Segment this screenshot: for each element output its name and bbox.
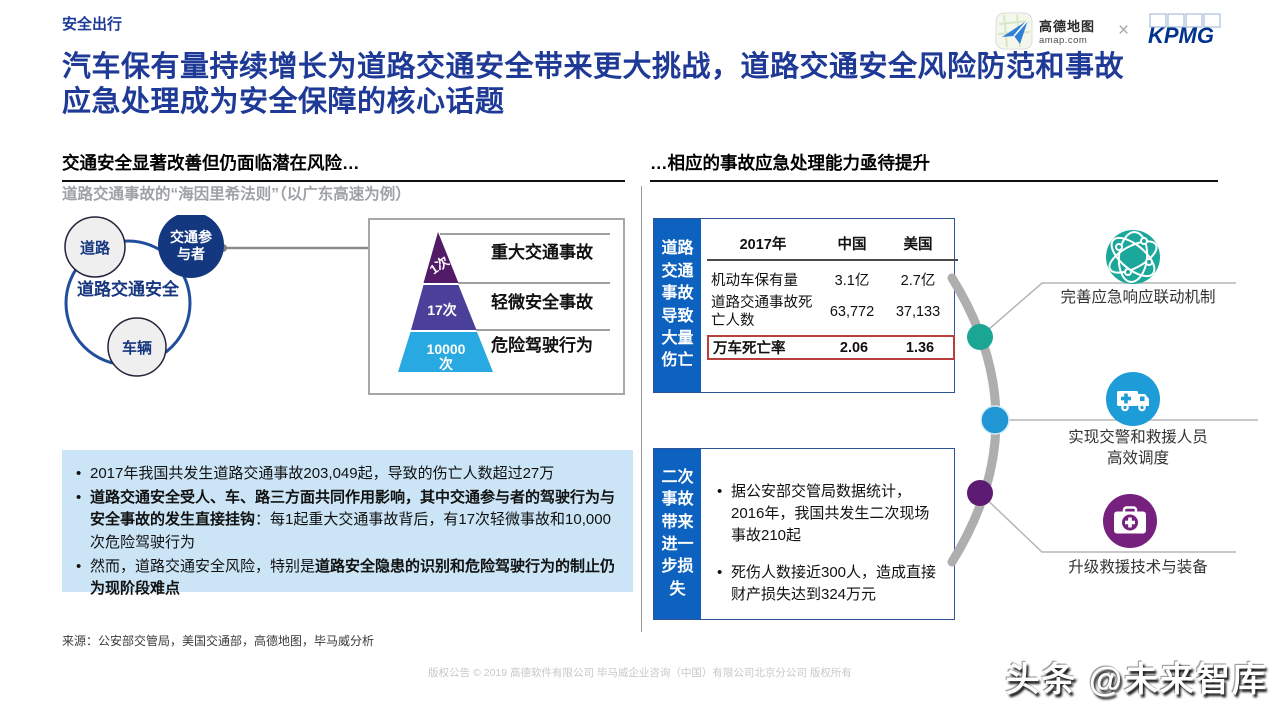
secondary-side-label: 二次事故带来进一步损失 (661, 468, 694, 598)
road-safety-venn-diagram: 道路交通安全 道路 交通参 与者 车辆 (64, 215, 370, 377)
pyramid-tier-risky (398, 332, 493, 372)
pyramid-tier-minor (411, 285, 477, 330)
table-header-year: 2017年 (739, 237, 787, 253)
measure-label-equipment: 升级救援技术与装备 (1068, 559, 1208, 576)
pyramid-count-unit: 次 (439, 356, 453, 372)
right-section-heading: …相应的事故应急处理能力亟待提升 (650, 150, 1218, 182)
venn-participant-label-line2: 与者 (177, 246, 205, 262)
insight-bullet-1: 2017年我国共发生道路交通事故203,049起，导致的伤亡人数超过27万 (72, 463, 619, 485)
left-section-heading: 交通安全显著改善但仍面临潜在风险… (62, 150, 625, 182)
source-note: 来源：公安部交管局，美国交通部，高德地图，毕马威分析 (62, 634, 375, 648)
venn-participant-label-line1: 交通参 (170, 229, 213, 245)
amap-logo: 高德地图 amap.com (995, 12, 1095, 50)
venn-vehicle-label: 车辆 (122, 339, 152, 357)
venn-road-circle (64, 216, 126, 278)
copyright-notice: 版权公告 © 2019 高德软件有限公司 毕马威企业咨询（中国）有限公司北京分公… (428, 667, 852, 679)
kpmg-logo: KPMG (1146, 12, 1226, 57)
left-subheading: 道路交通事故的“海因里希法则”（以广东高速为例） (62, 186, 411, 203)
pyramid-count-10000: 10000 (427, 341, 466, 357)
pyramid-label-risky: 危险驾驶行为 (490, 335, 593, 355)
casualty-stats-box: 道路交通事故导致大量伤亡 2017年 中国 美国 机动车保有量 3.1亿 2.7… (653, 218, 958, 393)
insight-bullet-2: 道路交通安全受人、车、路三方面共同作用影响，其中交通参与者的驾驶行为与安全事故的… (72, 487, 619, 554)
watermark: 头条 @未来智库 (1005, 661, 1268, 699)
table-row-vehicles: 机动车保有量 3.1亿 2.7亿 (711, 272, 936, 289)
arc-dot-purple (967, 480, 993, 506)
secondary-bullet-1: 据公安部交管局数据统计，2016年，我国共发生二次现场事故210起 (715, 481, 940, 546)
amap-logo-name: 高德地图 (1039, 19, 1096, 34)
ambulance-icon (1106, 372, 1160, 426)
kpmg-logo-text: KPMG (1148, 23, 1214, 48)
table-header-china: 中国 (837, 237, 867, 253)
column-divider (641, 186, 642, 632)
logo-separator: × (1118, 20, 1130, 41)
amap-map-icon (995, 12, 1033, 50)
venn-participant-circle (158, 215, 224, 278)
heinrich-pyramid-chart: 1次 17次 10000 次 重大交通事故 轻微安全事故 危险驾驶行为 (398, 232, 610, 372)
casualty-side-label: 道路交通事故导致大量伤亡 (661, 240, 694, 370)
secondary-bullet-2: 死伤人数接近300人，造成直接财产损失达到324万元 (715, 562, 940, 606)
measure-label-dispatch: 实现交警和救援人员 高效调度 (1068, 429, 1208, 467)
insight-box: 2017年我国共发生道路交通事故203,049起，导致的伤亡人数超过27万 道路… (62, 450, 633, 597)
venn-road-label: 道路 (80, 239, 111, 257)
secondary-side-bar: 二次事故带来进一步损失 (654, 449, 701, 619)
measure-label-coordination: 完善应急响应联动机制 (1060, 289, 1216, 306)
page-title: 汽车保有量持续增长为道路交通安全带来更大挑战，道路交通安全风险防范和事故 应急处… (62, 51, 1125, 119)
heinrich-pyramid-box: 1次 17次 10000 次 重大交通事故 轻微安全事故 危险驾驶行为 (368, 218, 625, 395)
pyramid-tier-major (423, 232, 459, 283)
eyebrow-label: 安全出行 (62, 16, 123, 33)
pyramid-label-minor: 轻微安全事故 (491, 292, 594, 312)
comparison-table: 2017年 中国 美国 机动车保有量 3.1亿 2.7亿 道路交通事故死亡人数 … (701, 219, 962, 392)
venn-center-label: 道路交通安全 (77, 279, 180, 299)
amap-logo-domain: amap.com (1039, 35, 1088, 46)
pyramid-label-major: 重大交通事故 (491, 242, 594, 262)
insight-bullet-3: 然而，道路交通安全风险，特别是道路安全隐患的识别和危险驾驶行为的制止仍为现阶段难… (72, 556, 619, 600)
first-aid-kit-icon (1103, 494, 1157, 548)
venn-vehicle-circle (107, 317, 167, 377)
table-row-death-rate-highlighted: 万车死亡率 2.06 1.36 (707, 335, 955, 360)
arc-dot-teal (967, 324, 993, 350)
casualty-side-bar: 道路交通事故导致大量伤亡 (654, 219, 701, 392)
network-globe-icon (1106, 230, 1160, 284)
secondary-accident-box: 二次事故带来进一步损失 据公安部交管局数据统计，2016年，我国共发生二次现场事… (653, 448, 955, 620)
table-header-row: 2017年 中国 美国 (707, 233, 958, 261)
pyramid-count-17: 17次 (427, 302, 457, 318)
table-header-usa: 美国 (903, 237, 933, 253)
measures-arc (947, 273, 1258, 567)
arc-dot-blue (980, 405, 1010, 435)
table-row-deaths: 道路交通事故死亡人数 63,772 37,133 (711, 294, 941, 329)
